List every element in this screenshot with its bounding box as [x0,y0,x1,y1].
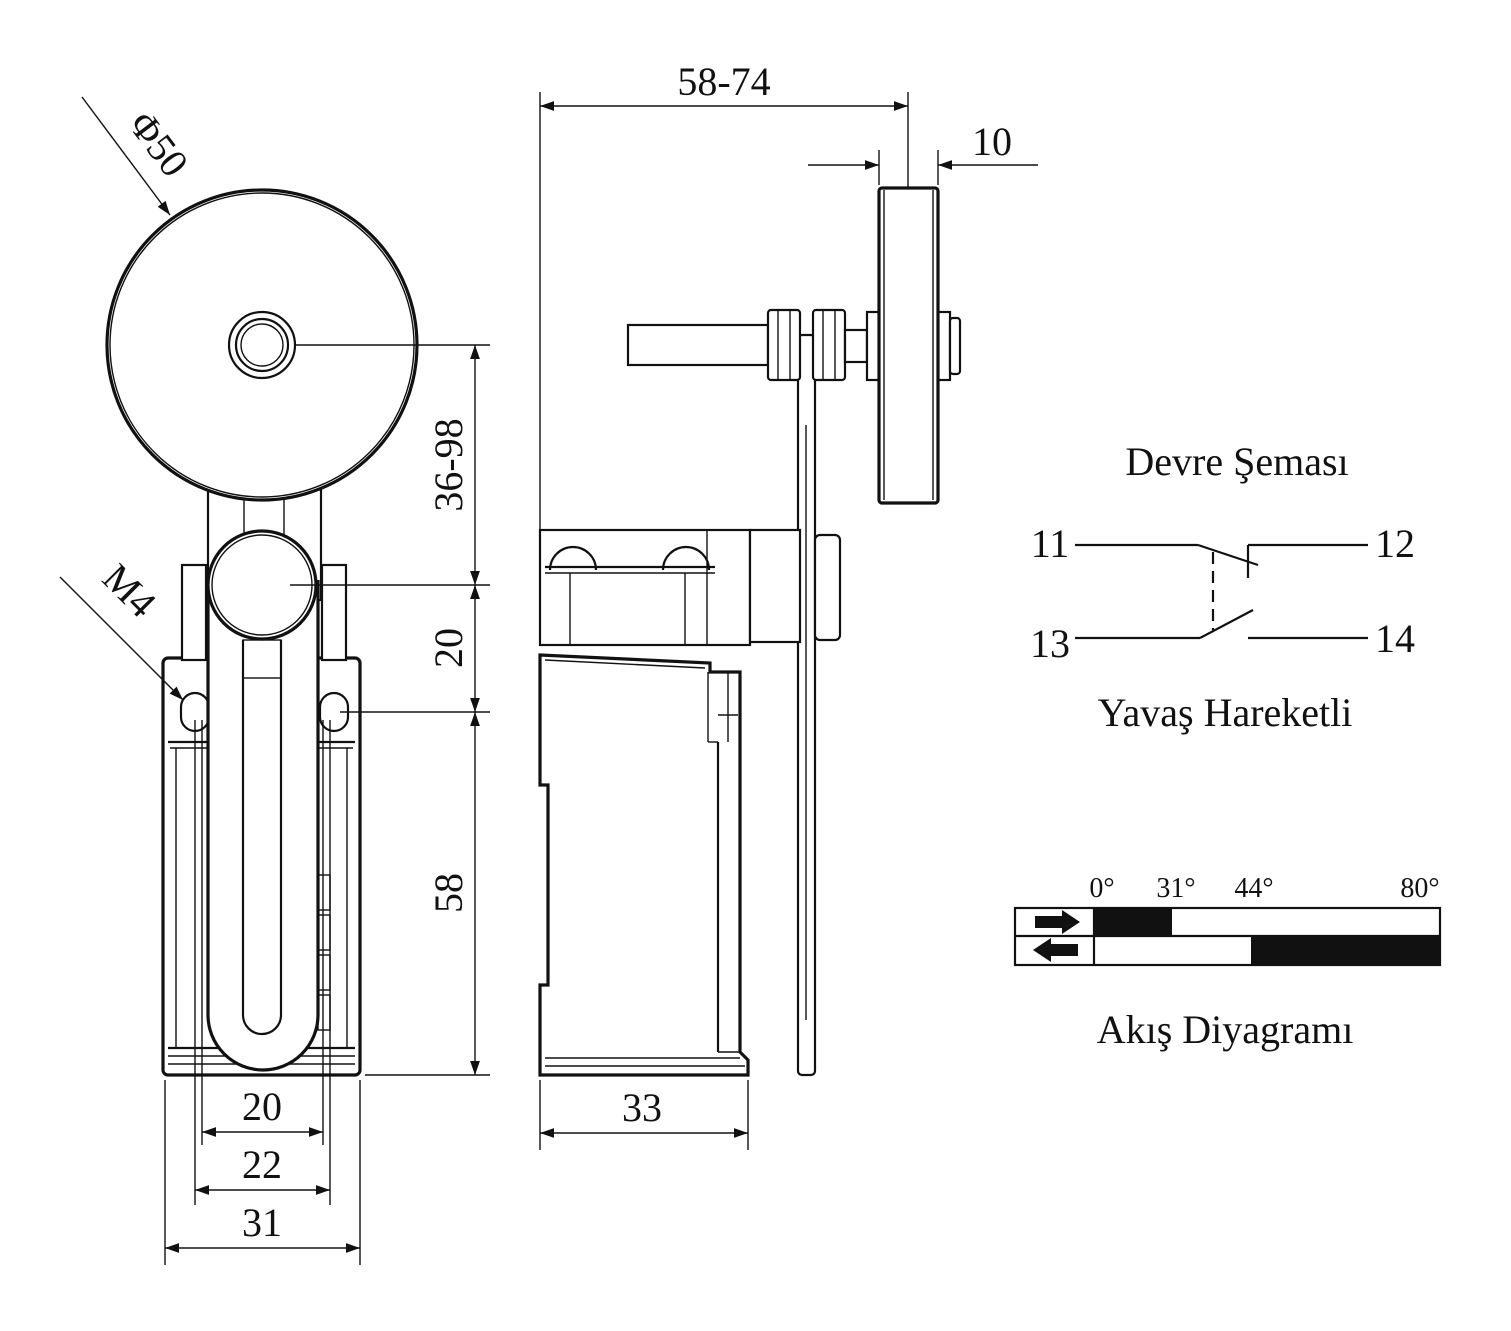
side-body [538,653,750,1077]
arrow-right-icon [1035,910,1080,934]
dim-roller-diameter: Φ50 [120,103,198,185]
flow-bar-return [1251,936,1440,965]
front-roller [105,188,419,502]
dim-hole-pitch-outer: 22 [242,1142,282,1187]
terminal-14: 14 [1375,616,1415,661]
terminal-12: 12 [1375,521,1415,566]
flow-diagram-title: Akış Diyagramı [1097,1007,1354,1052]
flow-diagram: 0° 31° 44° 80° Akış Diyagramı [1013,873,1442,1052]
circuit-subtitle: Yavaş Hareketli [1098,690,1353,735]
front-view: 36-98 20 58 Φ50 M4 20 22 31 [59,96,490,1265]
angle-label: 80° [1400,873,1439,904]
side-view: 58-74 10 33 [538,59,1038,1150]
dim-thread: M4 [94,555,165,626]
circuit-title: Devre Şeması [1125,439,1348,484]
side-head [538,528,842,647]
dim-roller-width: 10 [972,119,1012,164]
terminal-13: 13 [1030,621,1070,666]
angle-label: 31° [1156,873,1195,904]
dim-lever-adjust: 36-98 [426,418,471,511]
angle-label: 44° [1234,873,1273,904]
dim-hub-to-hole: 20 [426,628,471,668]
dim-overall-depth: 58-74 [677,59,770,104]
terminal-11: 11 [1031,521,1070,566]
angle-label: 0° [1089,873,1114,904]
roller-shaft [626,308,962,382]
circuit-diagram: Devre Şeması 11 12 13 14 Yavaş Hareketli [1030,439,1415,735]
dim-body-depth: 33 [622,1085,662,1130]
dim-body-width: 31 [242,1200,282,1245]
slotted-lever [206,580,320,1072]
dim-body-height: 58 [426,873,471,913]
dim-hole-pitch-inner: 20 [242,1084,282,1129]
arrow-left-icon [1033,938,1078,962]
side-roller [877,186,940,505]
flow-bar-forward [1094,908,1172,936]
